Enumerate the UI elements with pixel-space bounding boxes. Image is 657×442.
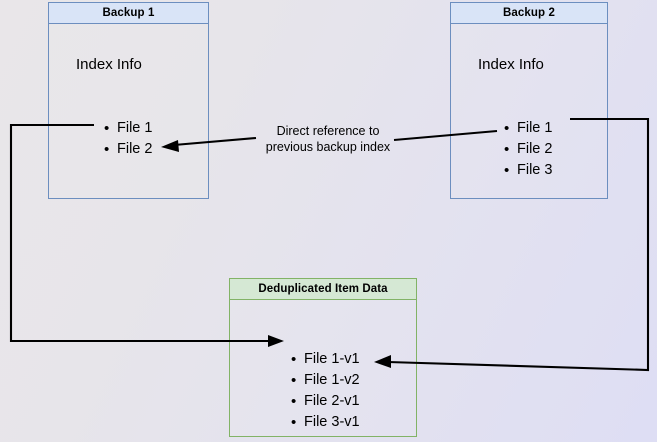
list-item: File 1-v2 [291, 370, 360, 391]
list-item: File 1 [104, 118, 153, 139]
backup-2-file-list: File 1 File 2 File 3 [499, 118, 553, 181]
backup-2-body: Index Info File 1 File 2 File 3 [451, 24, 607, 198]
list-item: File 3-v1 [291, 412, 360, 433]
list-item: File 1-v1 [291, 349, 360, 370]
list-item: File 3 [504, 160, 553, 181]
backup-1-index-info-label: Index Info [76, 56, 142, 73]
backup-1-body: Index Info File 1 File 2 [49, 24, 208, 198]
backup-2-header: Backup 2 [451, 3, 607, 24]
backup-2-index-info-label: Index Info [478, 56, 544, 73]
backup-1-box[interactable]: Backup 1 Index Info File 1 File 2 [48, 2, 209, 199]
direct-reference-caption: Direct reference to previous backup inde… [265, 124, 391, 154]
list-item: File 2-v1 [291, 391, 360, 412]
deduplicated-item-data-box[interactable]: Deduplicated Item Data File 1-v1 File 1-… [229, 278, 417, 437]
deduplicated-item-data-body: File 1-v1 File 1-v2 File 2-v1 File 3-v1 [230, 300, 416, 436]
list-item: File 2 [504, 139, 553, 160]
list-item: File 1 [504, 118, 553, 139]
list-item: File 2 [104, 139, 153, 160]
backup-1-header: Backup 1 [49, 3, 208, 24]
backup-2-box[interactable]: Backup 2 Index Info File 1 File 2 File 3 [450, 2, 608, 199]
deduplicated-item-data-header: Deduplicated Item Data [230, 279, 416, 300]
deduplicated-file-list: File 1-v1 File 1-v2 File 2-v1 File 3-v1 [286, 349, 360, 433]
backup-1-file-list: File 1 File 2 [99, 118, 153, 160]
